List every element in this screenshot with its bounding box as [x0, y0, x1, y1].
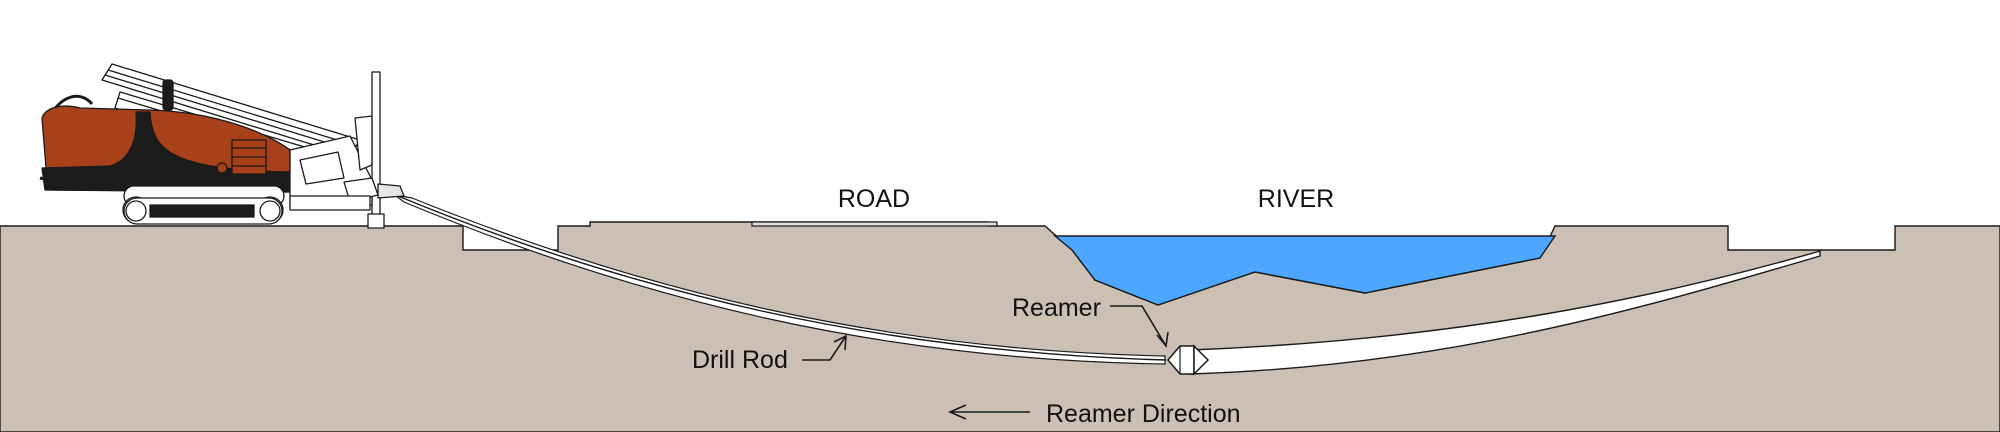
drill-rod-leader-arrow	[802, 334, 847, 361]
reamer-leader-arrow	[1110, 305, 1169, 348]
reamer-direction-arrow	[948, 404, 1030, 420]
pilot-bore-hole	[394, 194, 1166, 365]
reamer-direction-label: Reamer Direction	[1046, 400, 1241, 428]
ground	[0, 221, 2000, 432]
reamed-bore-hole	[1189, 250, 1821, 375]
drill-rod-label: Drill Rod	[692, 346, 788, 374]
reamer-cone-icon	[1167, 344, 1210, 376]
river-label: RIVER	[1258, 185, 1334, 213]
drill-rod	[397, 195, 1167, 361]
hdd-drilling-rig-icon	[39, 63, 405, 229]
river-water	[1053, 235, 1557, 306]
road-label: ROAD	[838, 185, 910, 213]
road-surface	[751, 221, 998, 227]
reamer-label: Reamer	[1012, 294, 1101, 322]
